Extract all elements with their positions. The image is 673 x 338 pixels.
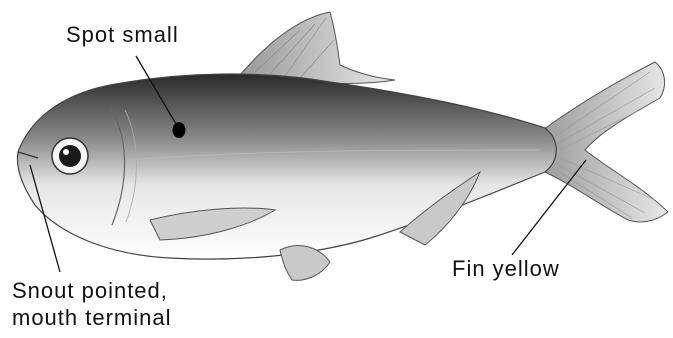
spot-marking — [173, 122, 186, 138]
caudal-fin — [540, 62, 668, 222]
dorsal-fin — [240, 12, 395, 83]
snout-label-line1: Snout pointed, — [12, 278, 168, 304]
spot-label: Spot small — [66, 22, 179, 48]
fish-body — [17, 74, 556, 259]
fin-label: Fin yellow — [452, 256, 560, 282]
pelvic-fin — [280, 246, 330, 281]
snout-label-line2: mouth terminal — [12, 305, 172, 331]
